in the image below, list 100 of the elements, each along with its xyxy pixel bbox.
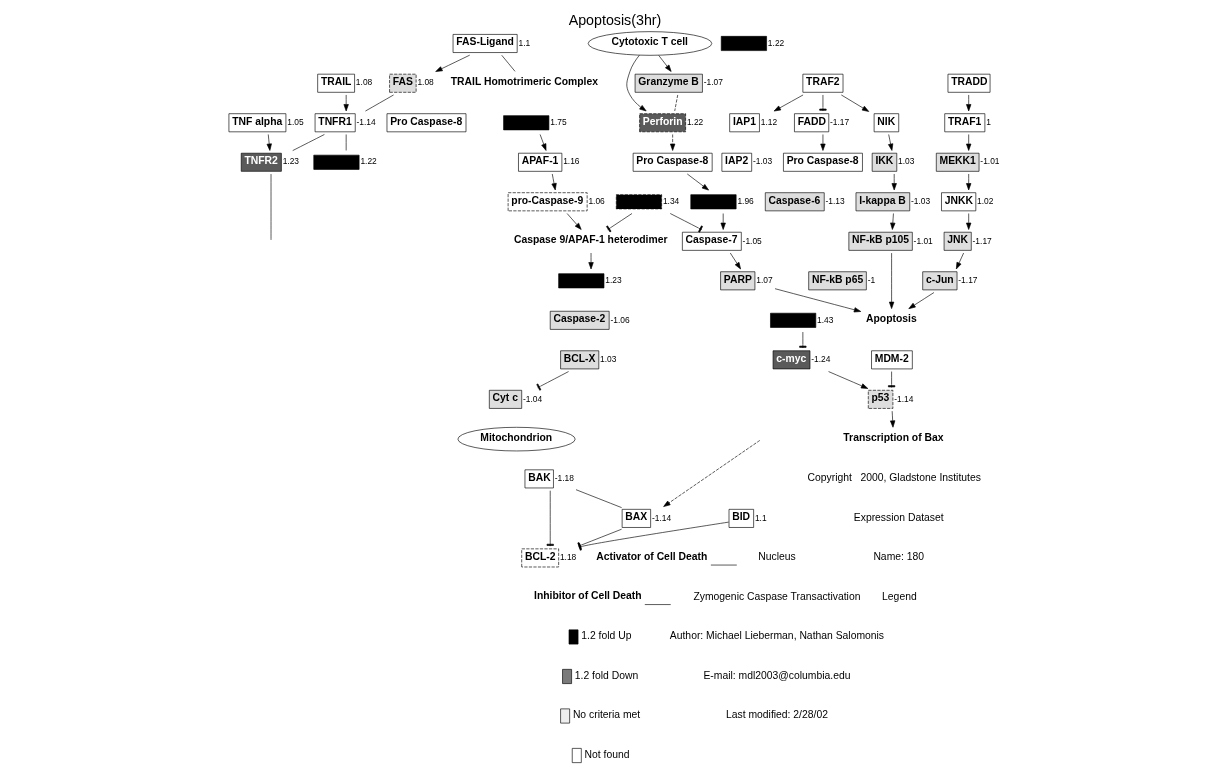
node-label: -1.03 (752, 156, 772, 167)
node-label: 1.23 (282, 156, 299, 167)
node-label: 1.02 (976, 195, 993, 206)
node-label: 1.16 (562, 156, 580, 167)
connector (818, 94, 826, 112)
arrow (773, 94, 803, 112)
node-text: Transcription of Bax (842, 431, 944, 443)
label: Legend (881, 590, 917, 602)
connector (887, 371, 895, 388)
node-label: -1.13 (825, 195, 845, 206)
node-label: 1.08 (416, 77, 434, 88)
node-label: -1.01 (979, 156, 1000, 167)
arrow (266, 134, 272, 151)
node-label: 1.23 (604, 275, 622, 286)
arrow (774, 288, 861, 313)
arrow (965, 134, 971, 151)
node-label: 1 (985, 116, 991, 127)
node-label: 1.05 (286, 116, 304, 127)
node-label: 1.22 (767, 37, 784, 48)
node-label: -1.06 (609, 314, 630, 325)
label: Name: 180 (872, 551, 924, 563)
connector (669, 213, 703, 233)
node-label: 1.34 (662, 195, 679, 206)
legend-label: 1.2 fold Down (574, 669, 638, 681)
node-label: -1.17 (829, 116, 849, 127)
arrow (662, 440, 760, 507)
arrow (434, 54, 470, 72)
arrow (669, 134, 675, 151)
arrow (965, 94, 971, 112)
label: Author: Michael Lieberman, Nathan Salomonis (669, 630, 884, 642)
connector (546, 490, 554, 547)
node-label: 1.43 (816, 314, 833, 325)
node-label: -1.17 (972, 235, 992, 246)
label: Nucleus (757, 551, 796, 563)
node-label: -1.17 (957, 275, 977, 286)
node-ellipse: Mitochondrion (457, 426, 575, 452)
arrow (343, 94, 349, 112)
node-label: 1.1 (754, 512, 767, 523)
arrow (566, 213, 581, 230)
node-label: 1.96 (736, 195, 754, 206)
arrow (891, 173, 897, 191)
arrow (955, 252, 964, 270)
legend-label: 1.2 fold Up (580, 630, 631, 642)
node-label: 1.22 (686, 116, 703, 127)
arrow (657, 55, 671, 72)
arrow (908, 292, 934, 309)
connector (577, 521, 729, 551)
node-label: -1.14 (356, 116, 376, 127)
legend-label: Inhibitor of Cell Death (533, 590, 642, 602)
arrow (819, 134, 826, 151)
legend-label: No criteria met (572, 709, 640, 721)
connector (535, 371, 569, 391)
connector (798, 331, 806, 349)
arrow (587, 252, 594, 270)
legend-label: Activator of Cell Death (595, 550, 707, 562)
node-label: 1.07 (755, 275, 773, 286)
node-label: 1.22 (359, 156, 377, 167)
node-label: 1.12 (760, 116, 777, 127)
node-label: 1.06 (587, 195, 605, 206)
node-label: -1.14 (893, 393, 913, 404)
node-label: -1.18 (554, 473, 574, 484)
arrow (720, 213, 726, 230)
node-label: -1.01 (913, 235, 933, 246)
node-label: 1.08 (355, 77, 372, 88)
connector (605, 213, 632, 233)
arrow (887, 134, 893, 151)
node-label: 1.1 (517, 37, 530, 48)
arrow (686, 173, 709, 191)
node-label: 1.03 (599, 354, 616, 365)
diagram-title: Apoptosis(3hr) (568, 11, 661, 28)
arrow (539, 134, 546, 151)
node-label: -1.04 (522, 393, 542, 404)
node-label: 1.75 (549, 116, 567, 127)
label: E-mail: mdl2003@columbia.edu (702, 669, 850, 681)
label: Last modified: 2/28/02 (725, 709, 828, 721)
arrow (888, 252, 894, 309)
label: Copyright 2000, Gladstone Institutes (807, 472, 981, 484)
arrow (889, 410, 895, 428)
label: Zymogenic Caspase Transactivation (692, 590, 860, 602)
node-label: -1 (867, 275, 875, 286)
node-text: TRAIL Homotrimeric Complex (450, 76, 598, 88)
node-ellipse: Cytotoxic T cell (587, 31, 712, 56)
connector (576, 528, 622, 550)
node-text: Caspase 9/APAF-1 heterodimer (513, 234, 667, 246)
arrow (729, 252, 741, 270)
legend-label: Not found (584, 748, 629, 760)
node-label: -1.03 (910, 195, 930, 206)
arrow (965, 173, 971, 191)
node-label: 1.18 (559, 552, 576, 563)
arrow (551, 173, 557, 191)
node-label: 1.03 (897, 156, 914, 167)
arrow (625, 54, 646, 112)
node-label: -1.05 (742, 235, 762, 246)
node-label: -1.14 (651, 512, 671, 523)
label: Expression Dataset (853, 511, 944, 523)
arrow (965, 213, 971, 230)
arrow (840, 94, 869, 112)
arrow (827, 371, 868, 389)
node-text: Apoptosis (865, 313, 917, 325)
arrow (889, 213, 895, 230)
